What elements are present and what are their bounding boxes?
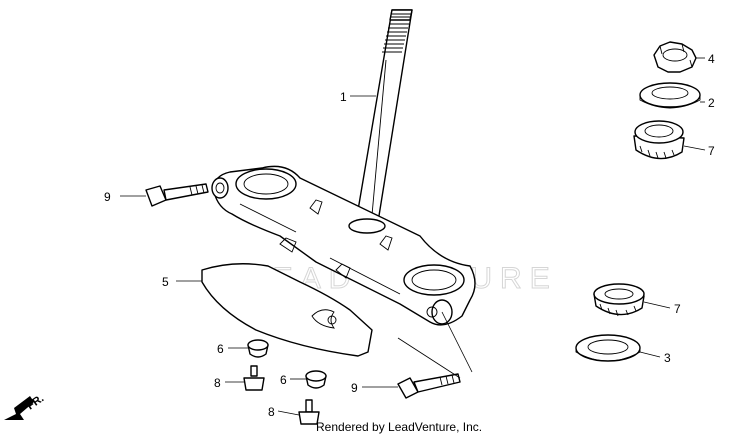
bolt-lower — [397, 373, 461, 399]
callout-7-upper: 7 — [708, 144, 715, 158]
front-direction-marker: FR. — [4, 392, 46, 420]
steering-stem — [355, 9, 413, 223]
callout-8-upper: 8 — [214, 376, 221, 390]
guard-plate — [201, 263, 373, 357]
front-label: FR. — [25, 392, 46, 412]
collar-lower — [305, 370, 327, 389]
bearing-lower — [593, 283, 645, 317]
leader-lines — [120, 57, 706, 416]
steering-stem-nut — [653, 41, 697, 73]
callout-4: 4 — [708, 52, 715, 66]
render-credit: Rendered by LeadVenture, Inc. — [316, 420, 482, 434]
screw-upper — [243, 365, 265, 391]
dust-seal-lower — [575, 334, 641, 362]
callout-9-upper: 9 — [104, 190, 111, 204]
callout-3: 3 — [664, 351, 671, 365]
callout-6-lower: 6 — [280, 373, 287, 387]
callout-7-lower: 7 — [674, 302, 681, 316]
lower-triple-clamp — [211, 165, 476, 326]
collar-upper — [247, 339, 269, 358]
screw-lower — [298, 399, 320, 425]
callout-9-lower: 9 — [351, 381, 358, 395]
callout-2: 2 — [708, 96, 715, 110]
bearing-upper — [633, 120, 685, 160]
bolt-upper — [145, 183, 209, 207]
callout-8-lower: 8 — [268, 405, 275, 419]
front-arrow-icon — [4, 396, 34, 420]
callout-6-upper: 6 — [217, 342, 224, 356]
dust-seal-upper — [639, 82, 701, 109]
callout-1: 1 — [340, 90, 347, 104]
callout-5: 5 — [162, 275, 169, 289]
